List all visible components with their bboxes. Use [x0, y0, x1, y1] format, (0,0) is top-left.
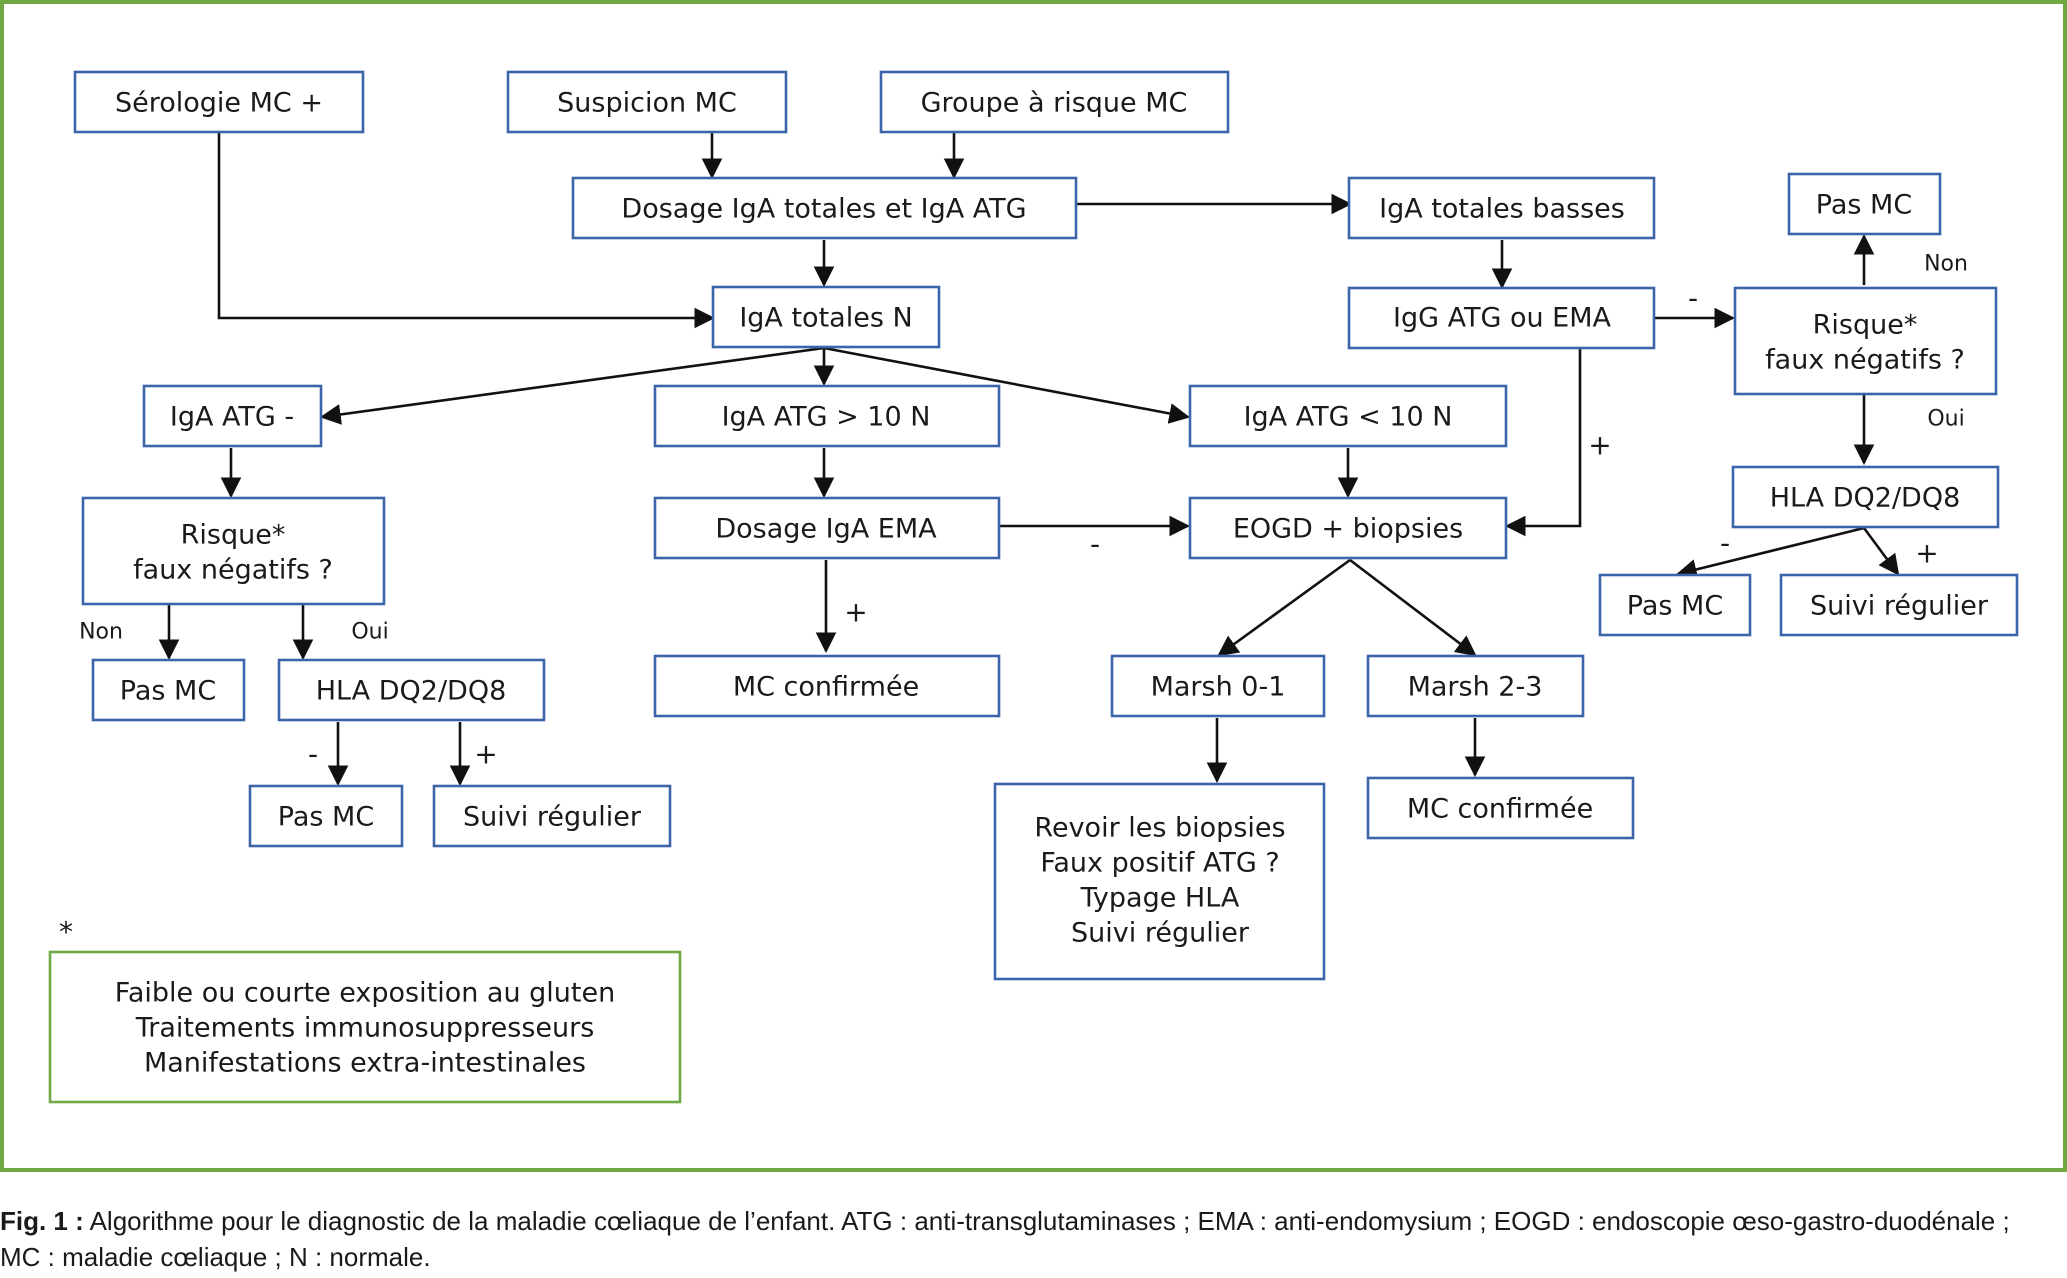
label-non-left: Non — [79, 620, 123, 645]
label-oui-right: Oui — [1927, 407, 1964, 432]
caption-text-line2: MC : maladie cœliaque ; N : normale. — [0, 1242, 431, 1272]
node-groupe-risque: Groupe à risque MC — [921, 88, 1188, 119]
node-risque-right-line2: faux négatifs ? — [1765, 345, 1965, 376]
node-risque-left-line1: Risque* — [181, 520, 286, 551]
node-suivi-bottom-box — [432, 784, 672, 848]
node-mc-confirmee-right-box — [1366, 776, 1635, 840]
node-pas-mc-right-box — [1598, 573, 1752, 637]
node-dosage-iga-ema-box — [653, 496, 1001, 560]
node-pas-mc-top-right-box — [1787, 172, 1942, 236]
node-marsh01: Marsh 0-1 — [1151, 672, 1286, 703]
nodes — [73, 70, 2019, 981]
node-hla-left: HLA DQ2/DQ8 — [316, 676, 507, 707]
node-pas-mc-right: Pas MC — [1627, 591, 1723, 622]
node-iga-atg-lt10-box — [1188, 384, 1508, 448]
arrow-eogd-to-marsh23 — [1349, 558, 1477, 657]
node-revoir-line3: Typage HLA — [1080, 883, 1240, 914]
label-oui-left: Oui — [351, 620, 388, 645]
node-serologie-box — [73, 70, 365, 134]
node-risque-right-line1: Risque* — [1813, 310, 1918, 341]
node-hla-left-box — [277, 658, 546, 722]
node-dosage-iga-totales-box — [571, 176, 1078, 240]
figure-caption: Fig. 1 : Algorithme pour le diagnostic d… — [0, 1203, 2067, 1275]
node-groupe-risque-box — [879, 70, 1230, 134]
node-pas-mc-top-right: Pas MC — [1816, 190, 1912, 221]
node-dosage-iga-ema: Dosage IgA EMA — [715, 514, 937, 545]
node-mc-confirmee-right: MC confirmée — [1407, 794, 1593, 825]
node-suivi-bottom: Suivi régulier — [463, 802, 642, 833]
node-revoir-line4: Suivi régulier — [1071, 918, 1250, 949]
node-igg-atg-ema-box — [1347, 286, 1656, 350]
arrow-eogd-to-marsh01 — [1217, 558, 1351, 657]
node-suspicion: Suspicion MC — [557, 88, 737, 119]
caption-line1: Fig. 1 : Algorithme pour le diagnostic d… — [0, 1203, 2067, 1239]
sign-plus-ema-confirmee: + — [844, 596, 867, 629]
diagnostic-flowchart: Sérologie MC + Suspicion MC Groupe à ris… — [0, 0, 2067, 1172]
node-pas-mc-left: Pas MC — [120, 676, 216, 707]
arrow-hla-to-suivi — [1862, 527, 1900, 576]
node-mc-confirmee-mid-box — [653, 654, 1001, 718]
node-hla-right: HLA DQ2/DQ8 — [1770, 483, 1961, 514]
node-risque-left-line2: faux négatifs ? — [133, 555, 333, 586]
arrow-igan-to-atg-lt10 — [823, 346, 1191, 424]
node-iga-atg-lt10: IgA ATG < 10 N — [1244, 402, 1453, 433]
node-pas-mc-bottom: Pas MC — [278, 802, 374, 833]
arrow-serologie-to-iga-n — [217, 133, 716, 329]
node-eogd-box — [1188, 496, 1508, 560]
sign-plus-hla-right: + — [1915, 537, 1938, 570]
connectors — [158, 133, 1900, 787]
node-igg-atg-ema: IgG ATG ou EMA — [1393, 303, 1612, 334]
node-pas-mc-bottom-box — [248, 784, 404, 848]
sign-minus-hla-right: - — [1720, 527, 1730, 560]
node-iga-totales-n: IgA totales N — [739, 303, 912, 334]
sign-plus-igg-eogd: + — [1588, 429, 1611, 462]
sign-minus-hla-left: - — [308, 738, 318, 771]
arrow-igan-to-atg-neg — [319, 346, 825, 425]
node-revoir-line1: Revoir les biopsies — [1034, 813, 1285, 844]
node-serologie: Sérologie MC + — [115, 88, 323, 119]
caption-text-line1: Algorithme pour le diagnostic de la mala… — [89, 1206, 2010, 1236]
footnote-line1: Faible ou courte exposition au gluten — [115, 978, 615, 1009]
node-iga-totales-basses-box — [1347, 176, 1656, 240]
sign-minus-ema-eogd: - — [1090, 528, 1100, 561]
node-suivi-right-box — [1779, 573, 2019, 637]
node-mc-confirmee-mid: MC confirmée — [733, 672, 919, 703]
caption-line2: MC : maladie cœliaque ; N : normale. — [0, 1239, 2067, 1275]
node-iga-atg-neg-box — [142, 384, 323, 448]
node-hla-right-box — [1731, 465, 2000, 529]
node-marsh23: Marsh 2-3 — [1408, 672, 1543, 703]
node-revoir-box — [993, 782, 1326, 981]
node-suspicion-box — [506, 70, 788, 134]
node-revoir-line2: Faux positif ATG ? — [1040, 848, 1279, 879]
node-iga-atg-gt10: IgA ATG > 10 N — [722, 402, 931, 433]
sign-minus-igg-risque: - — [1688, 282, 1698, 315]
node-risque-right-box — [1733, 286, 1998, 396]
node-iga-atg-neg: IgA ATG - — [170, 402, 294, 433]
node-eogd: EOGD + biopsies — [1233, 514, 1463, 545]
figure-frame — [0, 0, 2067, 1172]
node-iga-totales-basses: IgA totales basses — [1379, 194, 1625, 225]
caption-prefix: Fig. 1 : — [0, 1206, 84, 1236]
node-pas-mc-left-box — [91, 658, 246, 722]
footnote-line2: Traitements immunosuppresseurs — [135, 1013, 595, 1044]
node-marsh23-box — [1366, 654, 1585, 718]
footnote-box — [48, 950, 682, 1104]
sign-plus-hla-left: + — [474, 738, 497, 771]
footnote-line3: Manifestations extra-intestinales — [144, 1048, 586, 1079]
arrow-hla-to-pas-mc — [1675, 526, 1865, 580]
node-marsh01-box — [1110, 654, 1326, 718]
arrow-igg-to-eogd — [1504, 348, 1582, 537]
node-dosage-iga-totales: Dosage IgA totales et IgA ATG — [621, 194, 1026, 225]
node-suivi-right: Suivi régulier — [1810, 591, 1989, 622]
node-iga-totales-n-box — [711, 285, 941, 349]
footnote-asterisk: * — [59, 916, 73, 949]
node-iga-atg-gt10-box — [653, 384, 1001, 448]
label-non-right: Non — [1924, 252, 1968, 277]
node-risque-left-box — [81, 496, 386, 606]
